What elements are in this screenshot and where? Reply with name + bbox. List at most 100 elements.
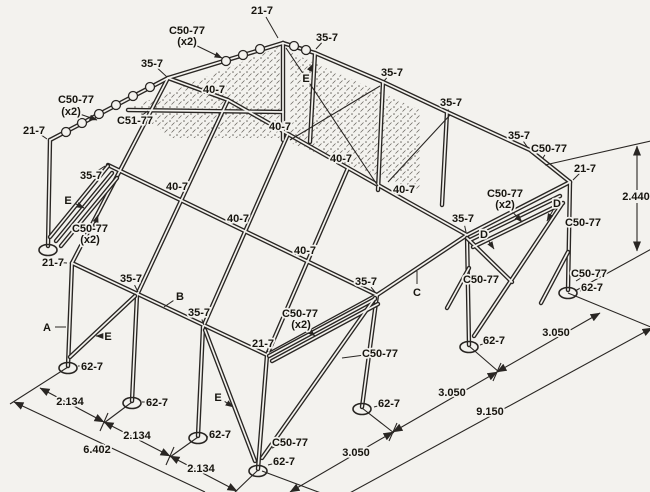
label-leader: [523, 141, 529, 149]
dim-tick: [388, 422, 398, 442]
label-leader: [306, 63, 314, 73]
joint-label: 40-7: [166, 181, 188, 193]
label-leader: [265, 16, 279, 39]
label-leader: [575, 276, 583, 282]
coil-icon: [288, 40, 300, 52]
coil-icon: [237, 49, 249, 61]
extension-line: [361, 407, 395, 434]
base-pad: [58, 361, 78, 375]
joint-label: 35-7: [355, 276, 377, 288]
coil-icon: [300, 44, 312, 56]
extension-line: [169, 436, 199, 458]
label-leader: [546, 209, 554, 222]
joint-label: 21-7: [252, 338, 274, 350]
callout-label: E: [214, 392, 221, 404]
label-leader: [206, 435, 213, 438]
dimension-label: 9.150: [476, 406, 504, 418]
label-leader: [74, 201, 85, 209]
dim-2134-seg3: [169, 455, 238, 492]
component-label: (x2): [80, 234, 100, 246]
joint-label: 35-7: [141, 58, 163, 70]
component-label: C50-77: [463, 274, 499, 286]
label-leader: [201, 319, 205, 326]
label-leader: [542, 154, 546, 159]
extension-line: [567, 292, 650, 328]
rafter-coil-fittings: [60, 40, 312, 138]
component-label: C50-77: [72, 223, 108, 235]
extension-line: [9, 366, 69, 405]
base-pad: [188, 431, 208, 445]
joint-label: 62-7: [146, 397, 168, 409]
coil-icon: [110, 99, 122, 111]
joint-label: 40-7: [330, 153, 352, 165]
label-leader: [78, 113, 98, 121]
joint-label: 62-7: [209, 429, 231, 441]
label-leader: [157, 68, 168, 78]
label-leader: [40, 134, 48, 140]
joint-label: 35-7: [80, 170, 102, 182]
base-pad: [558, 286, 578, 300]
label-leader: [271, 444, 283, 449]
joint-label: 21-7: [574, 163, 596, 175]
joint-label: 35-7: [440, 97, 462, 109]
component-label: C51-77: [117, 115, 153, 127]
coil-icon: [254, 43, 266, 55]
coil-icon: [220, 55, 232, 67]
braces: [47, 47, 571, 464]
component-label: C50-77: [282, 308, 318, 320]
extension-line: [468, 345, 500, 373]
component-label: C50-77: [565, 217, 601, 229]
component-label: C50-77: [362, 348, 398, 360]
joint-label: 62-7: [581, 282, 603, 294]
label-leader-lines: [40, 16, 585, 466]
extension-line: [103, 401, 133, 424]
joint-label: 35-7: [381, 67, 403, 79]
dimension-label: 2.134: [123, 430, 151, 442]
coil-icon: [144, 81, 156, 93]
label-leader: [479, 342, 487, 346]
dimension-label: 3.050: [342, 447, 370, 459]
callout-label: C: [413, 287, 421, 299]
joint-label: 40-7: [203, 84, 225, 96]
dimension-label: 3.050: [542, 327, 570, 339]
component-label: (x2): [61, 106, 81, 118]
label-leader: [97, 165, 106, 172]
dim-6402: [13, 401, 206, 492]
label-leader: [341, 353, 373, 359]
callout-label: E: [64, 195, 71, 207]
dim-tick: [492, 362, 502, 382]
label-leader: [92, 214, 99, 232]
label-leader: [510, 209, 523, 223]
coil-icon: [76, 117, 88, 129]
joint-label: 21-7: [251, 5, 273, 17]
base-pad: [248, 464, 268, 478]
label-leader: [315, 42, 322, 50]
component-label: (x2): [177, 36, 197, 48]
callout-label: D: [553, 198, 561, 210]
label-leader: [469, 281, 474, 284]
joint-label: 62-7: [273, 456, 295, 468]
extension-line: [261, 470, 320, 492]
label-leader: [224, 400, 234, 408]
label-leader: [487, 240, 495, 250]
label-leader: [373, 404, 382, 408]
joint-label: 62-7: [378, 398, 400, 410]
dimension-lines: [9, 140, 650, 492]
dim-3050-seg2: [392, 371, 498, 433]
dim-tick: [99, 412, 109, 432]
dim-2134-seg1: [39, 387, 105, 423]
dimension-label: 2.440: [622, 191, 650, 203]
dimension-label: 2.134: [56, 396, 84, 408]
joint-label: 40-7: [393, 184, 415, 196]
base-pad: [38, 243, 58, 257]
dim-9150: [334, 327, 650, 492]
label-leader: [383, 77, 388, 82]
callout-label: B: [176, 291, 184, 303]
callout-label: E: [302, 73, 309, 85]
component-label: (x2): [495, 199, 515, 211]
extension-line: [544, 140, 650, 166]
callout-label: A: [43, 322, 51, 334]
coil-icon: [127, 90, 139, 102]
